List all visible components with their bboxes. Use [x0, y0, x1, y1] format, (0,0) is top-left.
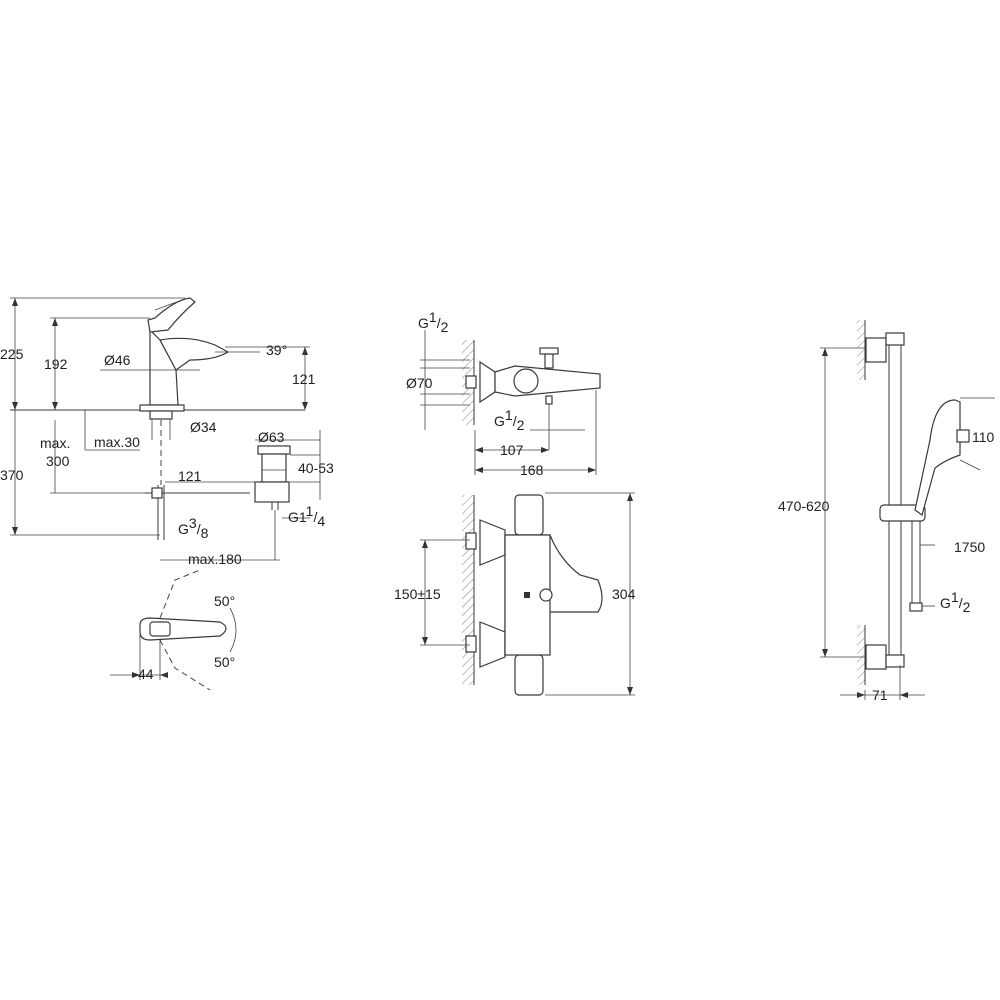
dim-max-label: max.: [40, 435, 70, 451]
dim-spout-height: 192: [44, 356, 68, 372]
dim-max-width: max.180: [188, 551, 242, 567]
dim-waste-reach: 121: [178, 468, 202, 484]
dim-rail-range: 470-620: [778, 498, 830, 514]
dim-deck-thickness: max.30: [94, 434, 140, 450]
dim-front-height: 304: [612, 586, 636, 602]
shower-rail-view: 470-620 110 1750 G1/2 71: [778, 320, 995, 703]
dim-total-projection: 168: [520, 462, 544, 478]
dim-bore-diameter: Ø34: [190, 419, 217, 435]
dim-below-deck: 370: [0, 467, 24, 483]
dim-spout-angle: 39°: [266, 342, 287, 358]
basin-mixer-side-view: [10, 297, 310, 540]
basin-mixer-top-view: 50° 50° 44: [110, 569, 237, 691]
bath-mixer-top-view: G1/2 Ø70 G1/2 107 168: [406, 309, 601, 478]
dim-spout-offset: 121: [292, 371, 316, 387]
dim-waste-diameter: Ø63: [258, 429, 285, 445]
dim-outlet-offset: 107: [500, 442, 524, 458]
dim-outlet-thread: G1/2: [494, 407, 525, 433]
dim-waste-thread: G11/4: [288, 503, 325, 529]
dim-centres: 150±15: [394, 586, 441, 602]
dim-max-value: 300: [46, 453, 70, 469]
bath-mixer-front-view: 150±15 304: [394, 492, 636, 696]
dim-connection: G3/8: [178, 515, 209, 541]
dim-wall-projection: 71: [872, 687, 888, 703]
dim-top-angle-lower: 50°: [214, 654, 235, 670]
dim-top-offset: 44: [138, 666, 154, 682]
dim-hose-thread: G1/2: [940, 589, 971, 615]
dim-top-angle-upper: 50°: [214, 593, 235, 609]
basin-mixer-side-labels: 225 192 Ø46 39° 121 370 max. 300 max.30 …: [0, 342, 334, 567]
dim-hose-length: 1750: [954, 539, 985, 555]
dim-spout-diameter: Ø46: [104, 352, 131, 368]
dim-total-height: 225: [0, 346, 24, 362]
dim-escutcheon-diameter: Ø70: [406, 375, 433, 391]
dim-inlet-thread: G1/2: [418, 309, 449, 335]
dim-head-size: 110: [972, 429, 995, 445]
waste-unit: [160, 430, 321, 561]
dim-waste-range: 40-53: [298, 460, 334, 476]
